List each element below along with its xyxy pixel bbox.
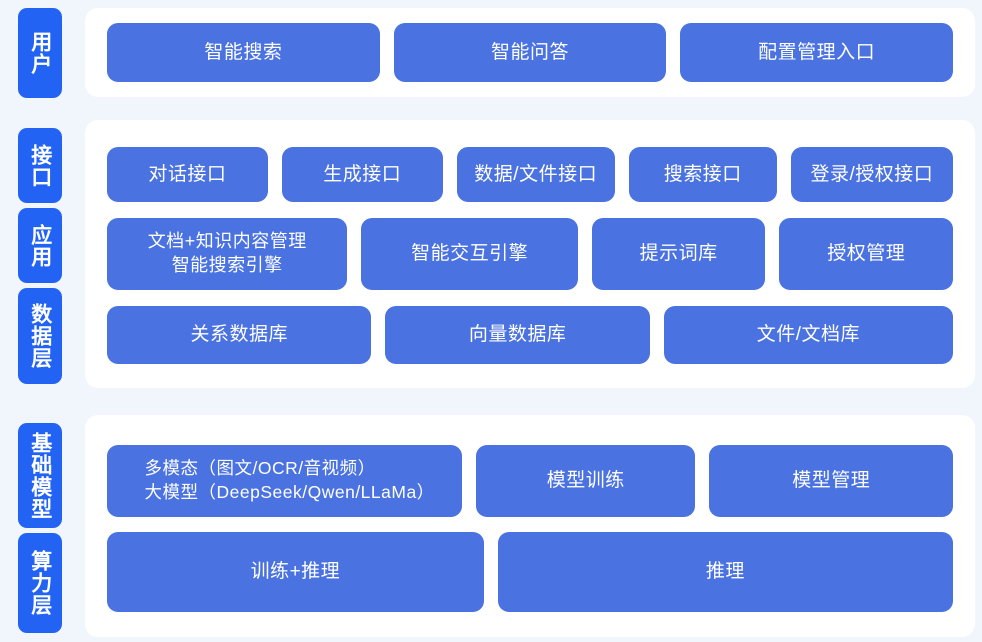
card-smart-qa[interactable]: 智能问答 bbox=[393, 23, 667, 82]
row-interface-cards: 对话接口 生成接口 数据/文件接口 搜索接口 登录/授权接口 bbox=[107, 147, 954, 202]
rail-interface-label: 接口 bbox=[28, 143, 52, 188]
rail-foundation-model-label: 基础模型 bbox=[28, 431, 52, 520]
rail-application-label: 应用 bbox=[28, 223, 52, 268]
rail-application: 应用 bbox=[18, 208, 62, 283]
card-data-file-api[interactable]: 数据/文件接口 bbox=[456, 147, 615, 202]
card-model-management[interactable]: 模型管理 bbox=[709, 445, 953, 517]
rail-user-label: 用户 bbox=[28, 31, 52, 75]
rail-data-label: 数据层 bbox=[28, 303, 52, 369]
card-relational-database[interactable]: 关系数据库 bbox=[107, 306, 372, 364]
card-generation-api[interactable]: 生成接口 bbox=[281, 147, 443, 202]
card-smart-interaction-engine[interactable]: 智能交互引擎 bbox=[361, 218, 578, 290]
card-file-document-store[interactable]: 文件/文档库 bbox=[663, 306, 953, 364]
card-doc-knowledge-management[interactable]: 文档+知识内容管理 智能搜索引擎 bbox=[107, 218, 348, 290]
row-foundation-cards: 多模态（图文/OCR/音视频） 大模型（DeepSeek/Qwen/LLaMa）… bbox=[107, 445, 953, 517]
card-vector-database[interactable]: 向量数据库 bbox=[385, 306, 650, 364]
card-training-plus-inference[interactable]: 训练+推理 bbox=[107, 532, 484, 612]
card-config-management-entry[interactable]: 配置管理入口 bbox=[680, 23, 954, 82]
rail-compute: 算力层 bbox=[18, 533, 62, 633]
row-compute-cards: 训练+推理 推理 bbox=[107, 532, 953, 612]
card-inference[interactable]: 推理 bbox=[497, 532, 953, 612]
rail-interface: 接口 bbox=[18, 128, 62, 203]
rail-data: 数据层 bbox=[18, 288, 62, 384]
panel-middle: 对话接口 生成接口 数据/文件接口 搜索接口 登录/授权接口 文档+知识内容管理… bbox=[85, 120, 975, 388]
rail-compute-label: 算力层 bbox=[28, 550, 52, 616]
card-model-training[interactable]: 模型训练 bbox=[476, 445, 696, 517]
card-dialog-api[interactable]: 对话接口 bbox=[107, 147, 268, 202]
card-login-auth-api[interactable]: 登录/授权接口 bbox=[790, 147, 954, 202]
rail-user: 用户 bbox=[18, 8, 62, 98]
panel-infrastructure: 多模态（图文/OCR/音视频） 大模型（DeepSeek/Qwen/LLaMa）… bbox=[85, 415, 975, 637]
card-smart-search[interactable]: 智能搜索 bbox=[107, 23, 380, 82]
card-multimodal-large-model[interactable]: 多模态（图文/OCR/音视频） 大模型（DeepSeek/Qwen/LLaMa） bbox=[107, 445, 463, 517]
rail-foundation-model: 基础模型 bbox=[18, 423, 62, 528]
panel-user: 智能搜索 智能问答 配置管理入口 bbox=[85, 8, 975, 97]
card-search-api[interactable]: 搜索接口 bbox=[628, 147, 777, 202]
row-data-cards: 关系数据库 向量数据库 文件/文档库 bbox=[107, 306, 953, 364]
card-prompt-library[interactable]: 提示词库 bbox=[591, 218, 766, 290]
card-authorization-management[interactable]: 授权管理 bbox=[779, 218, 953, 290]
row-user-cards: 智能搜索 智能问答 配置管理入口 bbox=[107, 23, 954, 82]
row-application-cards: 文档+知识内容管理 智能搜索引擎 智能交互引擎 提示词库 授权管理 bbox=[107, 218, 953, 290]
